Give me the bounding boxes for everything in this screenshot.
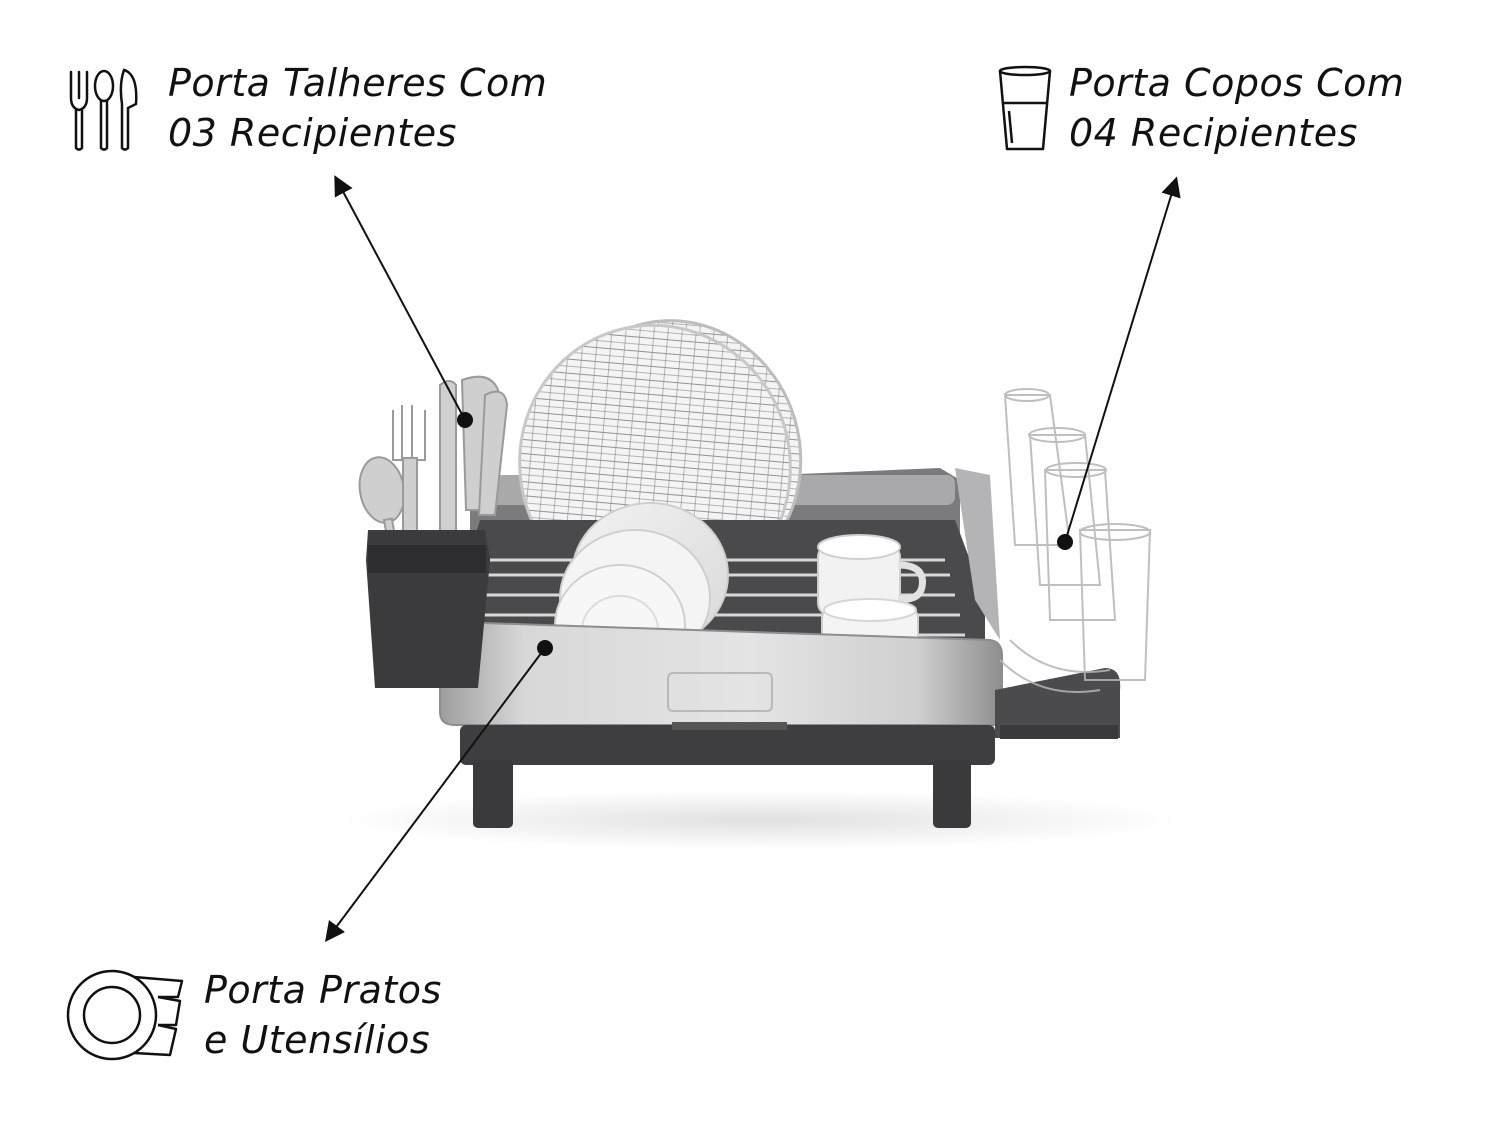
cutlery-label-line2: 03 Recipientes <box>168 111 457 155</box>
glasses-label-line2: 04 Recipientes <box>1069 111 1358 155</box>
plates-icon <box>66 967 188 1063</box>
glasses-label: Porta Copos Com 04 Recipientes <box>1069 58 1404 158</box>
plates-label: Porta Pratos e Utensílios <box>204 965 442 1065</box>
feature-plates: Porta Pratos e Utensílios <box>66 965 442 1065</box>
cutlery-icon <box>66 64 142 152</box>
glass-icon <box>995 63 1055 153</box>
feature-glasses: Porta Copos Com 04 Recipientes <box>995 58 1404 158</box>
callout-arrows <box>325 175 1181 943</box>
white-cups <box>817 534 926 655</box>
plates-label-line1: Porta Pratos <box>204 968 442 1012</box>
plates-label-line2: e Utensílios <box>204 1018 431 1062</box>
glass-holder <box>995 388 1152 739</box>
cutlery-holder <box>358 375 509 688</box>
cutlery-label: Porta Talheres Com 03 Recipientes <box>168 58 547 158</box>
cutlery-label-line1: Porta Talheres Com <box>168 61 548 105</box>
glasses-label-line1: Porta Copos Com <box>1069 61 1405 105</box>
feature-cutlery: Porta Talheres Com 03 Recipientes <box>66 58 547 158</box>
